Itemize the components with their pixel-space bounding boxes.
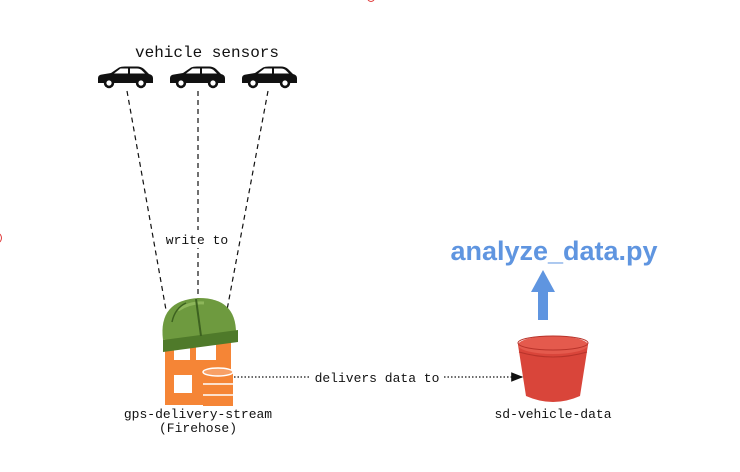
connector-car-3 bbox=[226, 90, 269, 311]
up-arrow-icon bbox=[531, 270, 555, 320]
firehose-icon bbox=[162, 298, 238, 406]
script-name-label: analyze_data.py bbox=[450, 236, 657, 266]
stream-type-label: (Firehose) bbox=[159, 421, 237, 436]
car-icon bbox=[98, 66, 153, 89]
delivers-label-background bbox=[310, 368, 444, 386]
edge-artifact-left bbox=[0, 233, 2, 243]
delivers-data-to-label: delivers data to bbox=[315, 371, 440, 386]
stream-name-label: gps-delivery-stream bbox=[124, 407, 272, 422]
s3-bucket-icon bbox=[517, 335, 589, 402]
bucket-name-label: sd-vehicle-data bbox=[494, 407, 611, 422]
connector-car-1 bbox=[126, 90, 167, 311]
write-label-background bbox=[163, 230, 233, 248]
vehicle-sensors-label: vehicle sensors bbox=[135, 44, 279, 62]
car-icon bbox=[170, 66, 225, 89]
car-icon bbox=[242, 66, 297, 89]
write-to-label: write to bbox=[166, 233, 228, 248]
write-connectors bbox=[126, 90, 269, 311]
edge-artifact-top bbox=[367, 0, 375, 2]
